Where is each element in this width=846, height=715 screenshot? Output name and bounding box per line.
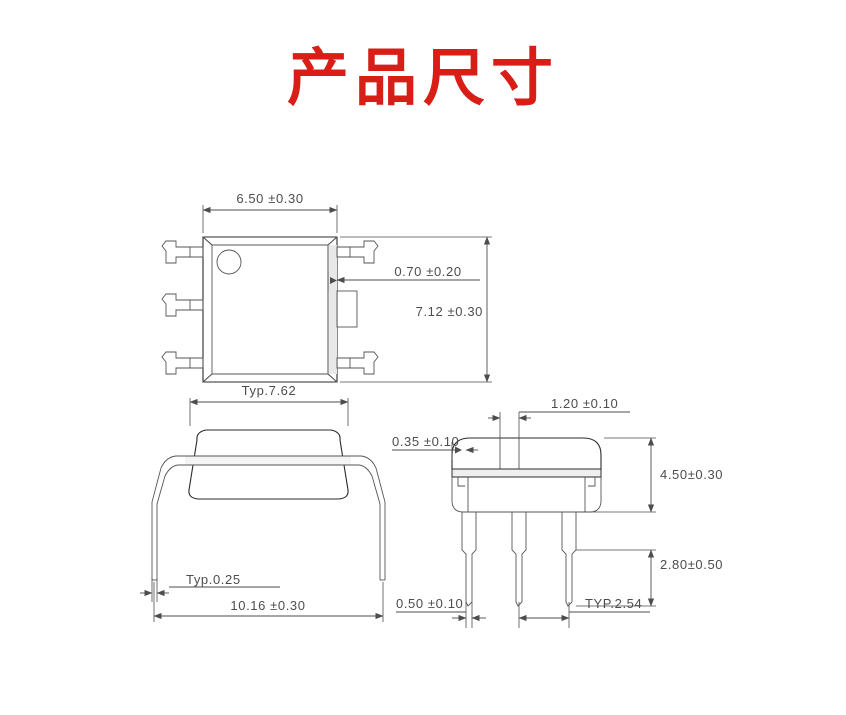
dim-side-body-length: Typ.7.62: [189, 383, 349, 426]
front-view-leads: [461, 511, 577, 607]
top-view-right-leads: [336, 240, 379, 375]
dim-label-front-lead-width: 1.20 ±0.10: [551, 396, 618, 411]
dim-front-body-height: 4.50±0.30: [580, 437, 723, 513]
top-view-body: [202, 236, 338, 383]
dim-label-body-width: 6.50 ±0.30: [236, 191, 303, 206]
top-view-left-leads: [161, 240, 204, 375]
dimension-drawing-canvas: 6.50 ±0.30 0.70 ±0.20 7.12 ±0.30: [0, 150, 846, 670]
side-view-left-leads: [151, 455, 189, 581]
pin1-dot-icon: [216, 249, 242, 275]
dim-label-overall-span-side: 10.16 ±0.30: [230, 598, 305, 613]
front-view-body: [451, 437, 602, 513]
dim-label-standoff-height: 2.80±0.50: [660, 557, 723, 572]
dim-label-lead-width: 0.70 ±0.20: [394, 264, 461, 279]
dim-label-body-length: Typ.7.62: [242, 383, 297, 398]
dim-front-lead-thickness: 0.50 ±0.10: [396, 596, 486, 628]
top-view: 6.50 ±0.30 0.70 ±0.20 7.12 ±0.30: [161, 191, 492, 383]
dim-front-standoff-height: 2.80±0.50: [576, 549, 723, 607]
dim-label-front-lead-thickness: 0.50 ±0.10: [396, 596, 463, 611]
dim-side-lead-thickness: Typ.0.25: [140, 572, 280, 602]
dim-top-body-width: 6.50 ±0.30: [202, 191, 338, 233]
dim-label-overall-span: 7.12 ±0.30: [416, 304, 483, 319]
dim-front-shoulder-offset: 0.35 ±0.10: [392, 434, 478, 460]
side-view-right-leads: [348, 455, 386, 581]
page-title: 产品尺寸: [286, 41, 559, 114]
dim-side-overall-span: 10.16 ±0.30: [153, 582, 384, 622]
dim-label-body-height: 4.50±0.30: [660, 467, 723, 482]
side-view-body: [185, 429, 351, 500]
dim-label-shoulder-offset: 0.35 ±0.10: [392, 434, 459, 449]
dim-top-lead-width: 0.70 ±0.20: [327, 264, 480, 291]
dim-top-overall-span: 7.12 ±0.30: [340, 236, 492, 383]
front-view: 1.20 ±0.10 0.35 ±0.10 4.50±0.30: [392, 396, 723, 628]
dim-label-lead-thickness: Typ.0.25: [186, 572, 241, 587]
dim-label-lead-pitch: TYP.2.54: [585, 596, 642, 611]
dim-front-lead-pitch: TYP.2.54: [518, 596, 650, 628]
dim-front-lead-width: 1.20 ±0.10: [488, 396, 630, 438]
side-view: Typ.7.62 Typ.0.25 10.16 ±0.30: [140, 383, 386, 622]
